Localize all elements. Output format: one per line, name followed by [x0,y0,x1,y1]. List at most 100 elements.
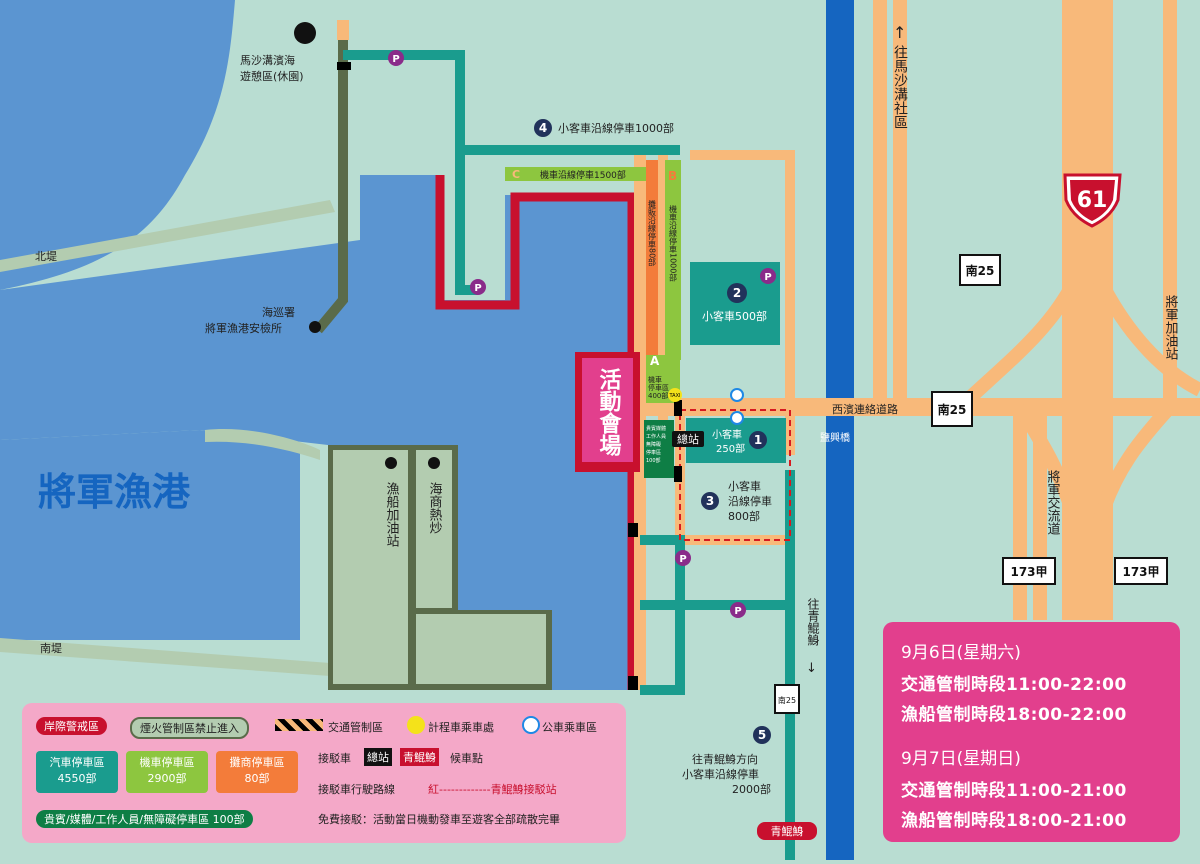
parking-num-4: 4 [539,121,547,135]
parking-badges [388,50,776,618]
vendor-lane [646,160,658,355]
to-masagou-label: 往馬沙溝社區 [892,45,908,129]
parking-3-label-2: 沿線停車 [728,494,772,508]
parking-num-5: 5 [758,728,766,742]
legend-bus: 公車乘車區 [542,721,597,734]
parking-num-3: 3 [706,494,714,508]
canal [826,0,854,860]
parking-4-label: 小客車沿線停車1000部 [558,121,674,135]
moto-a-label-3: 400部 [648,391,668,400]
shield-173-b: 173甲 [1122,565,1159,579]
north-pier-label: 北堤 [35,250,57,263]
vip-parking-block [644,420,674,478]
masagou-dot [294,22,316,44]
legend-moto-parking-label: 機車停車區 [139,756,195,769]
legend-moto-parking-count: 2900部 [147,772,187,785]
vip-label-4: 停車區 [646,449,661,456]
xibin-road-label: 西濱連絡道路 [832,402,898,416]
p-badge-2: P [764,272,771,283]
legend-vip-parking: 貴賓/媒體/工作人員/無障礙停車區 100部 [36,810,253,828]
parking-num-2: 2 [733,286,741,300]
schedule-day1-date: 9月6日(星期六) [901,643,1021,663]
legend-car-parking-count: 4550部 [57,772,97,785]
coast-guard-label-1: 海巡署 [262,305,295,319]
harbor-name: 將軍漁港 [38,470,191,514]
route-61-number: 61 [1077,188,1108,213]
main-station-text: 總站 [677,432,699,446]
coast-road [314,40,348,334]
qingkunshen-text: 青鯤鯓 [771,825,804,838]
bus-icon-2 [730,411,744,425]
parking-2-label: 小客車500部 [702,309,767,323]
p-badge-4: P [679,554,686,565]
moto-lane-b [665,160,681,360]
coast-guard-dot [309,321,321,333]
to-masagou-arrow: ↑ [893,23,906,42]
to-qingkunshen-label: 往青鯤鯓 [806,597,820,646]
fuel-station-label: 漁船加油站 [384,482,400,547]
bus-icon-1 [730,388,744,402]
vip-label-5: 100部 [646,457,661,464]
moto-c-lane-label: 機車沿線停車1500部 [540,169,626,181]
seafood-dot [428,457,440,469]
south-pier-label: 南堤 [40,642,62,655]
control-schedule-panel: 9月6日(星期六) 交通管制時段11:00-22:00 漁船管制時段18:00-… [883,622,1180,842]
qingkunshen-tag [757,822,817,840]
legend-cordon: 岸際警戒區 [36,717,107,735]
cordon-line [435,175,637,690]
legend-shuttle-wait: 候車點 [450,752,483,765]
shield-nan25-b: 南25 [938,402,967,417]
pier-block-3 [416,614,546,684]
vip-label-3: 無障礙 [646,441,661,448]
schedule-day1-traffic: 交通管制時段11:00-22:00 [901,675,1127,695]
traffic-control-swatch [275,719,323,731]
legend-free-shuttle: 免費接駁：活動當日機動發車至遊客全部疏散完畢 [318,813,560,826]
p-badge-1: P [392,54,399,65]
zone-a: A [650,354,660,368]
legend-moto-parking: 機車停車區 2900部 [126,751,208,793]
shield-nan25-c: 南25 [778,695,796,705]
taxi-icon [668,388,682,402]
road-shields [774,254,1168,714]
jiangjun-interchange-label: 將軍交流道 [1045,470,1061,535]
venue-label: 活動會場 [596,368,622,457]
pier-block-1 [333,450,408,684]
masagou-label-1: 馬沙溝濱海 [240,53,295,67]
parking-3-label-1: 小客車 [728,479,761,493]
legend-traffic-control: 交通管制區 [328,721,383,734]
venue-box [582,358,633,462]
legend-taxi-icon [407,716,425,734]
legend-vendor-parking-count: 80部 [244,772,270,785]
p-badge-5: P [734,606,741,617]
parking-1-label-1: 小客車 [712,428,742,441]
p-badge-3: P [474,283,481,294]
traffic-control-markers [337,62,682,690]
legend-car-parking: 汽車停車區 4550部 [36,751,118,793]
zone-b: B [668,169,677,183]
legend-shuttle-station-2: 青鯤鯓 [400,748,439,766]
sea-inner-2 [552,610,628,690]
moto-a-label-1: 機車 [648,375,662,384]
seafood-label: 海商熱炒 [427,482,443,534]
shield-nan25-a: 南25 [966,263,995,278]
fuel-station-dot [385,457,397,469]
north-pier [0,200,335,272]
legend-taxi: 計程車乘車處 [428,721,494,734]
shield-173-a: 173甲 [1010,565,1047,579]
moto-lane-c [505,167,655,181]
legend-bus-icon [522,716,540,734]
vip-label-2: 工作人員 [646,433,666,440]
legend-panel: 岸際警戒區 煙火管制區禁止進入 交通管制區 計程車乘車處 公車乘車區 汽車停車區… [22,703,626,843]
vendor-lane-label: 攤販沿線停車80部 [648,199,657,267]
zone-c: C [512,168,520,181]
moto-b-lane-label: 機車沿線停車1000部 [669,204,678,282]
parking-number-circles [534,119,771,744]
parking-5-label-2: 小客車沿線停車 [682,767,759,781]
parking-5-label-1: 往青鯤鯓方向 [692,752,758,766]
pier-block-2 [416,450,452,608]
moto-a-label-2: 停車區 [648,383,669,392]
legend-car-parking-label: 汽車停車區 [49,756,105,769]
masagou-label-2: 遊憩區(休園) [240,69,304,83]
main-station-tag [672,431,704,447]
